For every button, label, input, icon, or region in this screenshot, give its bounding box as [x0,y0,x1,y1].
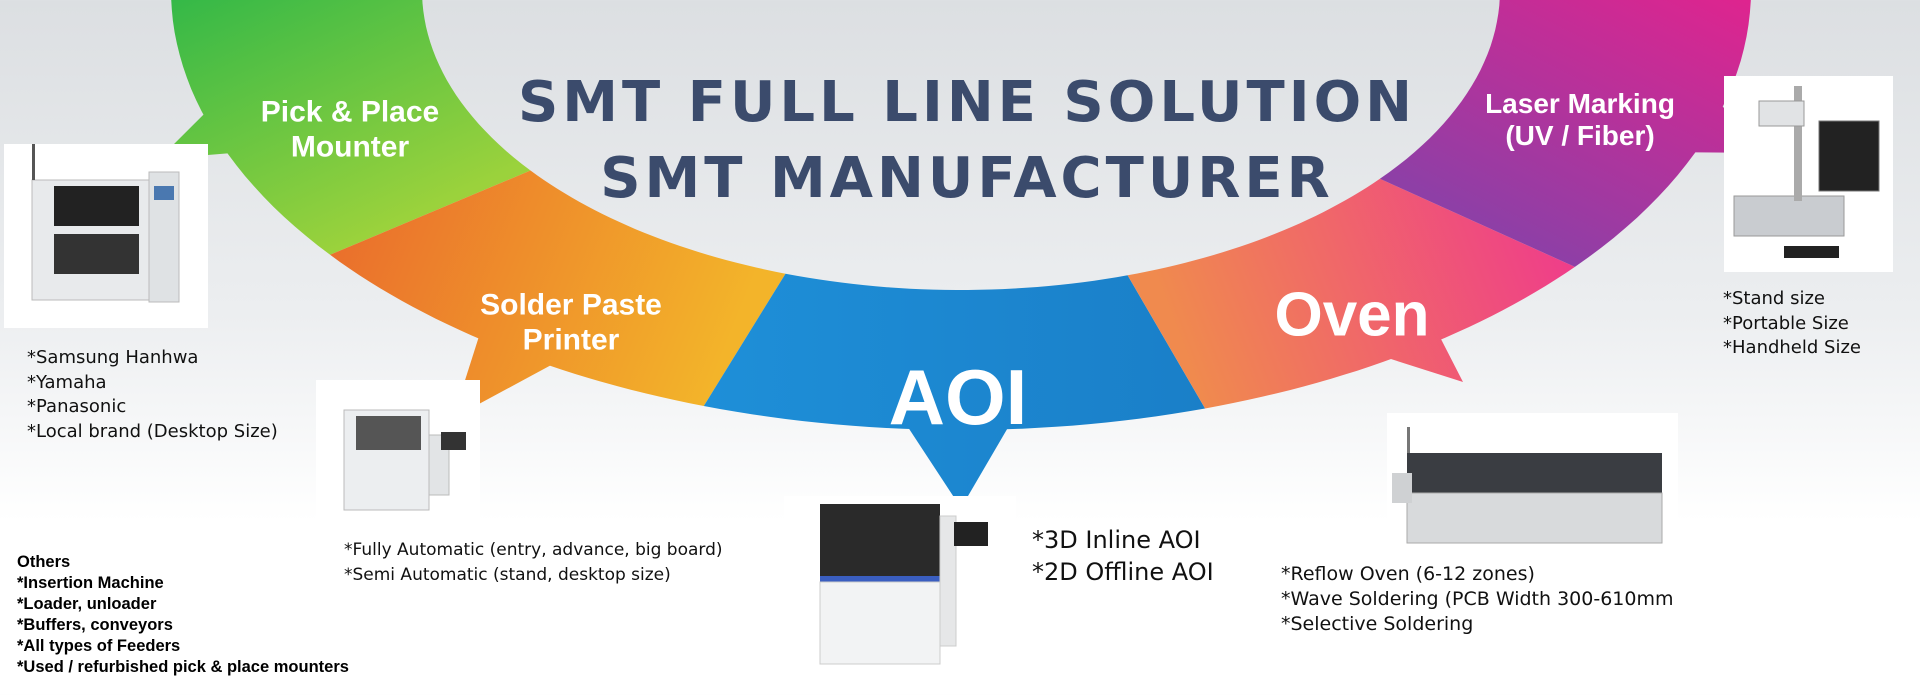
label-line: Printer [522,323,620,356]
title-line-2: SMT MANUFACTURER [600,146,1334,211]
aoi-machine-image [784,496,1016,671]
others-list: Others *Insertion Machine *Loader, unloa… [17,552,349,678]
others-heading: Others [17,553,71,571]
segment-aoi [703,273,1206,430]
title-line-1: SMT FULL LINE SOLUTION [517,70,1417,135]
oven-list: *Reflow Oven (6-12 zones) *Wave Solderin… [1281,562,1674,637]
list-item: *Wave Soldering (PCB Width 300-610mm [1281,588,1674,610]
aoi-list: *3D Inline AOI *2D Offline AOI [1032,524,1214,588]
list-item: *3D Inline AOI [1032,526,1201,554]
pick-place-list: *Samsung Hanhwa *Yamaha *Panasonic *Loca… [27,346,278,444]
label-aoi: AOI [889,353,1028,443]
list-item: *Samsung Hanhwa [27,347,199,368]
label-solder-paste: Solder Paste Printer [480,289,662,358]
list-item: *Semi Automatic (stand, desktop size) [344,564,671,585]
list-item: *All types of Feeders [17,637,181,655]
list-item: *Buffers, conveyors [17,616,173,634]
list-item: *Loader, unloader [17,595,157,613]
list-item: *Local brand (Desktop Size) [27,420,278,442]
label-line: AOI [888,353,1028,442]
list-item: *Handheld Size [1723,337,1861,358]
label-line: Pick & Place [260,95,440,129]
laser-list: *Stand size *Portable Size *Handheld Siz… [1723,287,1861,361]
printer-list: *Fully Automatic (entry, advance, big bo… [344,538,723,587]
solder-paste-printer-image [316,380,480,520]
label-line: Solder Paste [480,288,662,322]
list-item: *Portable Size [1723,312,1849,334]
list-item: *Fully Automatic (entry, advance, big bo… [344,540,723,560]
laser-marking-image [1724,76,1893,272]
list-item: *Stand size [1723,288,1825,309]
list-item: *2D Offline AOI [1032,558,1214,586]
list-item: *Panasonic [27,396,127,417]
label-line: Mounter [290,130,410,163]
list-item: *Insertion Machine [17,574,164,592]
list-item: *Yamaha [27,371,107,393]
segment-solder-paste [330,170,786,406]
label-line: Laser Marking [1485,87,1675,119]
label-line: Oven [1274,280,1430,350]
list-item: *Used / refurbished pick & place mounter… [17,658,349,676]
segment-laser [1379,0,1751,267]
pick-place-machine-image [4,144,208,328]
segment-oven [1127,178,1575,409]
label-pick-place: Pick & Place Mounter [261,96,439,165]
label-laser: Laser Marking (UV / Fiber) [1485,88,1675,152]
list-item: *Reflow Oven (6-12 zones) [1281,563,1535,585]
label-line: (UV / Fiber) [1505,120,1655,151]
segment-pick-place [171,0,531,255]
label-oven: Oven [1274,279,1429,350]
list-item: *Selective Soldering [1281,613,1474,635]
reflow-oven-image [1387,413,1678,553]
